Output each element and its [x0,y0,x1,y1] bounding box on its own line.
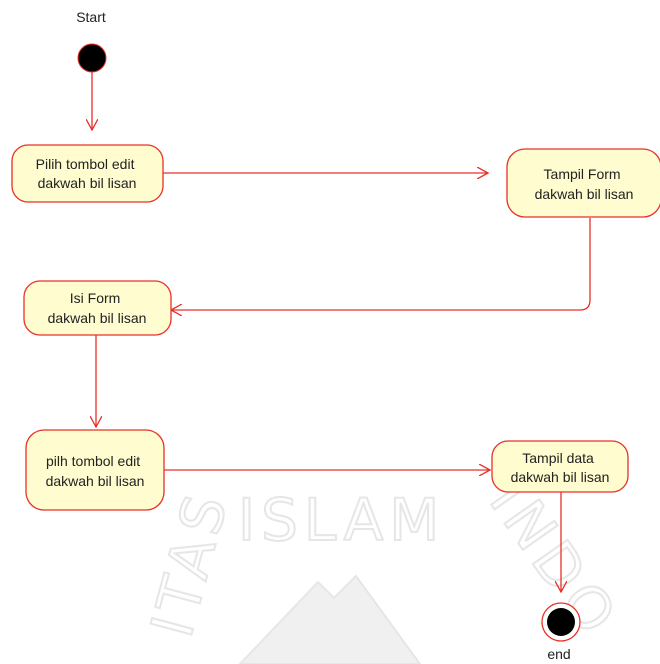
edge-tampil-form-to-isi-form [171,218,591,310]
action-node-isi-form: Isi Form dakwah bil lisan [23,280,172,336]
action-node-pilh-tombol-edit: pilh tombol edit dakwah bil lisan [25,429,165,511]
svg-text:Pilih tombol edit dakwah: Pilih tombol edit dakwah bil lisan [36,156,139,191]
start-label: Start [76,9,106,25]
node-label-line: pilh tombol edit [46,453,140,469]
watermark-text-top: ISLAM [238,486,445,554]
node-label-line: dakwah bil lisan [535,186,634,202]
node-label-line: Tampil data [522,450,594,466]
svg-text:Tampil Form dakwah bil l: Tampil Form dakwah bil lisan [535,166,634,202]
action-node-tampil-form: Tampil Form dakwah bil lisan [506,148,660,218]
svg-text:Tampil data dakwah bil l: Tampil data dakwah bil lisan [511,450,610,485]
svg-text:Isi Form dakwah bil lisa: Isi Form dakwah bil lisan [48,290,147,326]
node-label-line: Pilih tombol edit [36,156,135,172]
watermark-mountain-shape [238,574,422,664]
end-node [547,608,575,636]
node-label-line: dakwah bil lisan [38,175,137,191]
node-label-line: Tampil Form [544,166,621,182]
action-node-tampil-data: Tampil data dakwah bil lisan [491,440,629,493]
node-label-line: Isi Form [70,290,121,306]
node-label-line: dakwah bil lisan [48,310,147,326]
svg-text:pilh tombol edit dakwah: pilh tombol edit dakwah bil lisan [46,453,145,489]
edges [92,72,591,592]
node-label-line: dakwah bil lisan [511,469,610,485]
action-node-pilih-tombol-edit: Pilih tombol edit dakwah bil lisan [11,144,164,203]
start-node [77,43,107,73]
node-label-line: dakwah bil lisan [46,473,145,489]
end-label: end [547,646,570,662]
